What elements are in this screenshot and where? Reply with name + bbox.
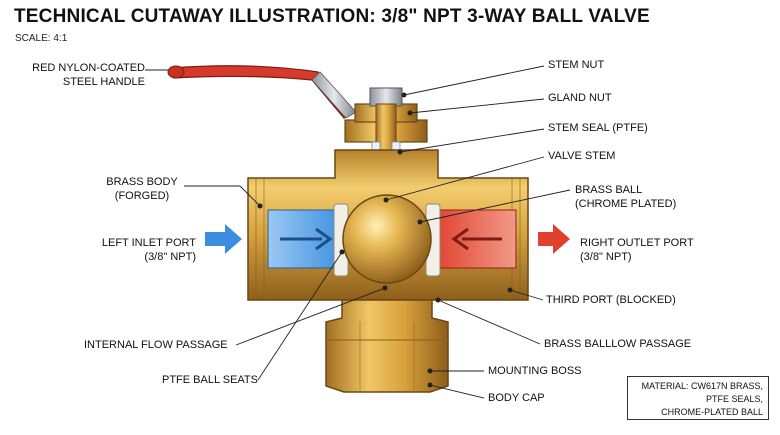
right-outlet-label-line1: RIGHT OUTLET PORT (580, 237, 694, 249)
material-note-line1: MATERIAL: CW617N BRASS, (641, 381, 763, 391)
mounting-boss-label: MOUNTING BOSS (488, 365, 582, 377)
external-arrows (205, 224, 570, 254)
right-outlet-label: RIGHT OUTLET PORT (3/8" NPT) (580, 236, 694, 264)
handle-label-line1: RED NYLON-COATED (32, 62, 145, 74)
ptfe-seats-label: PTFE BALL SEATS (162, 374, 258, 386)
gland-nut-label: GLAND NUT (548, 92, 612, 104)
flow-passages (267, 209, 517, 269)
handle-label: RED NYLON-COATED STEEL HANDLE (12, 61, 145, 89)
left-inlet-label-line2: (3/8" NPT) (144, 251, 196, 263)
brass-body-label-line2: (FORGED) (114, 190, 170, 202)
brass-ball-label: BRASS BALL (CHROME PLATED) (575, 183, 676, 211)
material-note: MATERIAL: CW617N BRASS, PTFE SEALS, CHRO… (627, 376, 769, 420)
left-inlet-label-line1: LEFT INLET PORT (101, 237, 196, 249)
ball-passage-label: BRASS BALLLOW PASSAGE (544, 338, 692, 350)
handle-label-line2: STEEL HANDLE (62, 76, 145, 88)
right-outlet-label-line2: (3/8" NPT) (580, 251, 632, 263)
third-port-label: THIRD PORT (BLOCKED) (546, 294, 676, 306)
stem-seal-label: STEM SEAL (PTFE) (548, 122, 648, 134)
handle (167, 65, 357, 119)
scale-label: SCALE: 4:1 (15, 33, 68, 44)
leader-lines (145, 65, 571, 399)
ball-assembly (333, 194, 441, 284)
page-title: TECHNICAL CUTAWAY ILLUSTRATION: 3/8" NPT… (14, 6, 650, 27)
valve-stem-label: VALVE STEM (548, 150, 616, 162)
body-cap-label: BODY CAP (488, 392, 545, 404)
stem-nut-label: STEM NUT (548, 59, 605, 71)
material-note-line2: PTFE SEALS, (705, 394, 763, 404)
brass-ball-label-line2: (CHROME PLATED) (575, 198, 677, 210)
brass-body-label: BRASS BODY (FORGED) (100, 175, 184, 203)
leader-dots (257, 92, 513, 388)
internal-flow-label: INTERNAL FLOW PASSAGE (84, 339, 228, 351)
brass-body-label-line1: BRASS BODY (106, 176, 178, 188)
material-note-line3: CHROME-PLATED BALL (661, 407, 763, 417)
left-inlet-label: LEFT INLET PORT (3/8" NPT) (88, 236, 196, 264)
brass-ball-label-line1: BRASS BALL (575, 184, 643, 196)
